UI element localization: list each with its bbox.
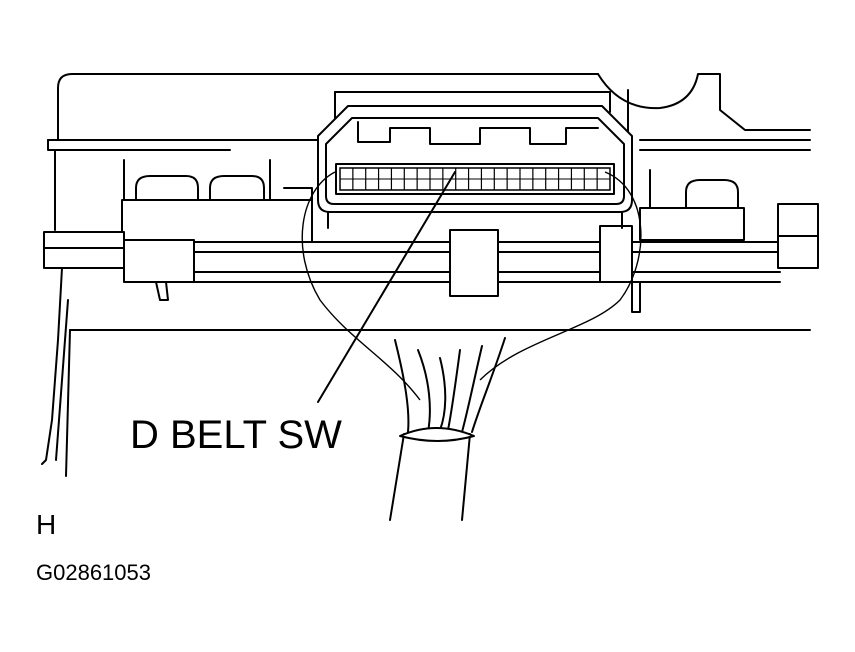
connector-housing [317, 105, 633, 229]
rail [43, 203, 819, 313]
lower-body [41, 267, 811, 477]
left-bracket [121, 199, 313, 301]
right-clips [649, 169, 739, 209]
callout-label: D BELT SW [130, 413, 342, 457]
figure-id: G02861053 [36, 560, 151, 585]
detail-loop [301, 171, 642, 401]
connector-pins [339, 167, 611, 191]
corner-letter: H [36, 509, 56, 540]
leader-line [317, 171, 456, 403]
wire-bundle [389, 337, 506, 521]
upper-housing [47, 73, 811, 231]
